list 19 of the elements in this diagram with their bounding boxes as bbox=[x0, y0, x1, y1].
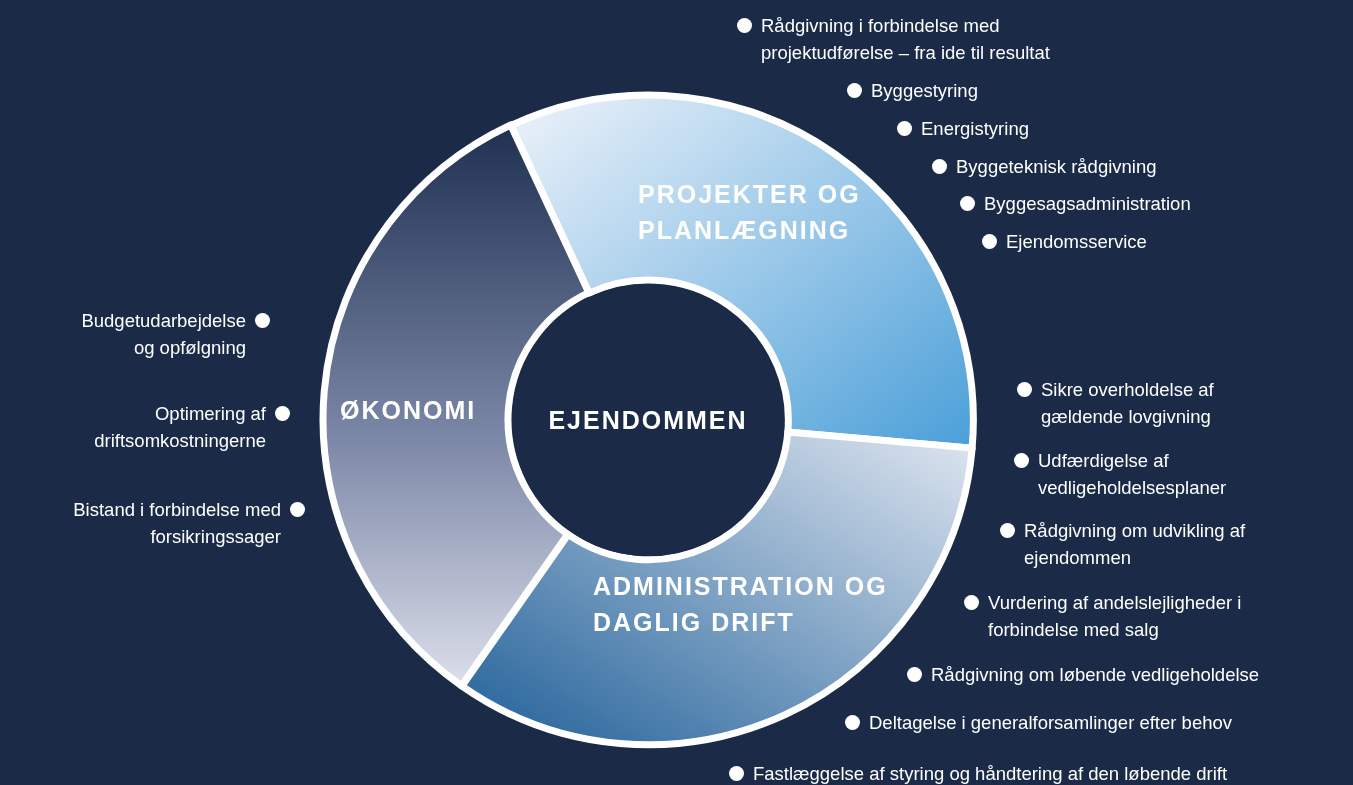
service-item: Sikre overholdelse af gældende lovgivning bbox=[1041, 378, 1215, 429]
center-title: EJENDOMMEN bbox=[548, 405, 748, 436]
service-item: Byggeteknisk rådgivning bbox=[956, 155, 1157, 179]
service-item: Energistyring bbox=[921, 117, 1029, 141]
service-item: Bistand i forbindelse med forsikringssager bbox=[72, 498, 281, 549]
segment-title: ADMINISTRATION OG DAGLIG DRIFT bbox=[593, 571, 889, 638]
service-item: Deltagelse i generalforsamlinger efter behov bbox=[869, 711, 1232, 735]
service-item: Budgetudarbejdelse og opfølgning bbox=[80, 309, 246, 360]
service-item: Byggestyring bbox=[871, 79, 978, 103]
service-item: Rådgivning i forbindelse med projektudførelse – fra ide til resultat bbox=[761, 14, 1051, 65]
service-item: Vurdering af andelslejligheder i forbindelse med salg bbox=[988, 591, 1243, 642]
service-item: Rådgivning om udvikling af ejendommen bbox=[1024, 519, 1247, 570]
service-item: Optimering af driftsomkostningerne bbox=[93, 402, 266, 453]
service-item: Udfærdigelse af vedligeholdelsesplaner bbox=[1038, 449, 1228, 500]
service-item: Ejendomsservice bbox=[1006, 230, 1147, 254]
segment-title: PROJEKTER OG PLANLÆGNING bbox=[638, 179, 862, 246]
service-item: Fastlæggelse af styring og håndtering af den løbende drift bbox=[753, 762, 1228, 785]
service-item: Rådgivning om løbende vedligeholdelse bbox=[931, 663, 1260, 687]
service-item: Byggesagsadministration bbox=[984, 192, 1191, 216]
